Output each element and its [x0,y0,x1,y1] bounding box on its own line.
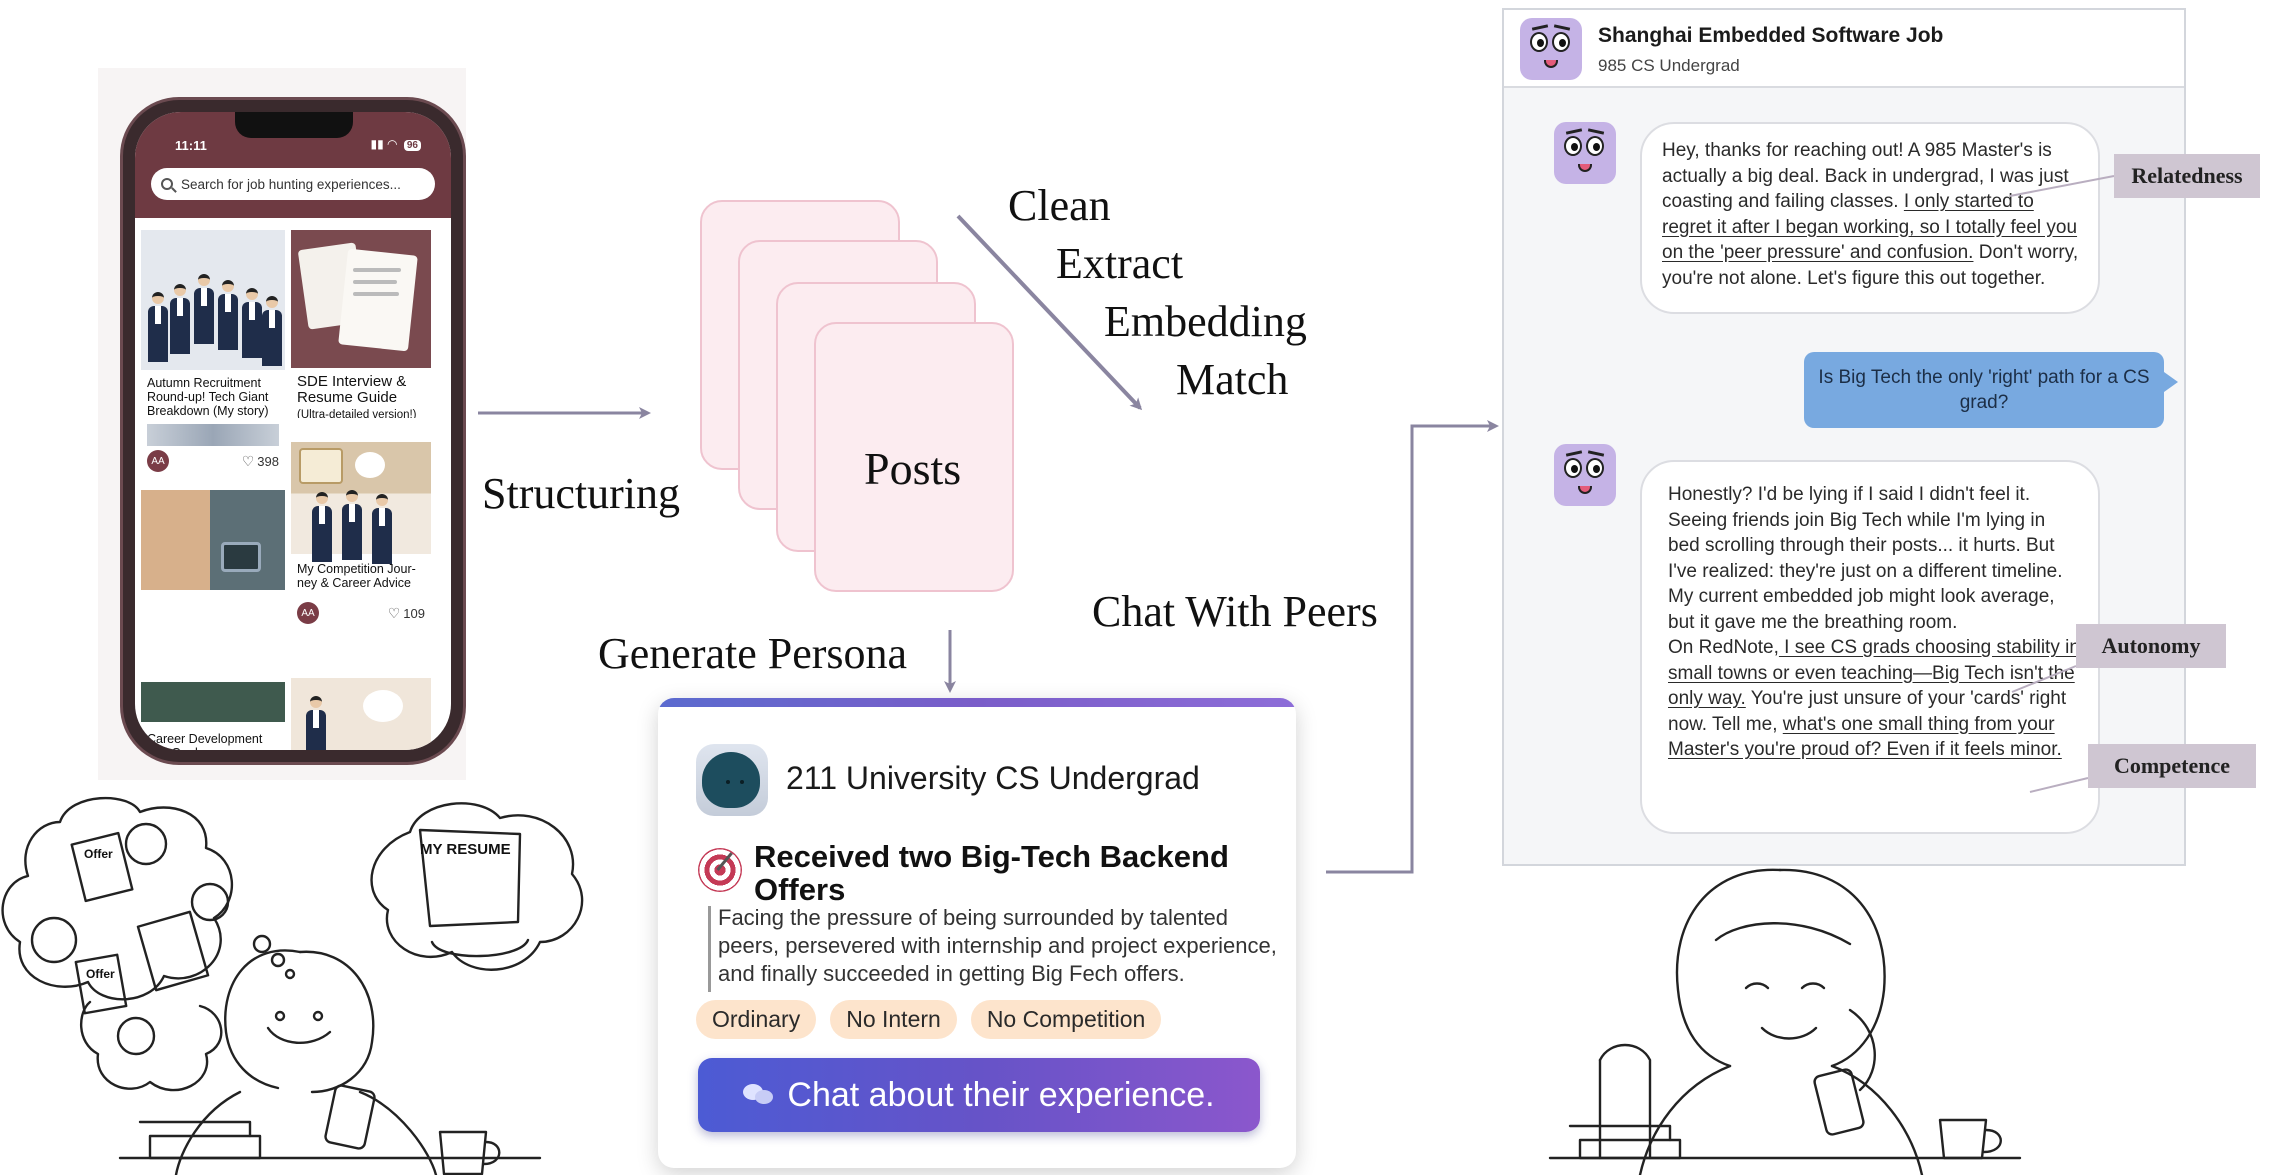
arrow-chat-with-peers [1326,420,1499,874]
peer-message-1: Hey, thanks for reaching out! A 985 Mast… [1640,122,2100,314]
persona-headline: Received two Big-Tech Backend Offers [754,839,1229,907]
chat-about-experience-button[interactable]: Chat about their experience. [698,1058,1260,1132]
underlined-autonomy: I see CS grads choosing stability in sma… [1668,637,2080,709]
underlined-competence: what's one small thing from your Master'… [1668,713,2062,761]
chat-header: Shanghai Embedded Software Job 985 CS Un… [1504,10,2184,88]
tag-no-intern: No Intern [830,1000,957,1039]
generate-persona-label: Generate Persona [598,629,908,678]
user-message-tail [2164,372,2178,392]
posts-label: Posts [864,443,962,494]
peer-avatar-icon [1520,18,1582,80]
underlined-relatedness: I only started to regret it after I bega… [1662,191,2078,263]
persona-description: Facing the pressure of being surrounded … [718,905,1277,986]
target-icon [698,848,742,892]
user-message: Is Big Tech the only 'right' path for a … [1804,352,2164,428]
avatar: AA [297,602,319,624]
post-card-thumbnails [147,424,279,446]
post-card-title: Autumn Recruitment Round-up! Tech Giant … [147,376,269,418]
pipeline-embedding: Embedding [1104,297,1307,346]
post-card-image [141,490,285,590]
persona-card-accent [658,698,1296,707]
chat-title: Shanghai Embedded Software Job [1598,24,1944,47]
quote-bar [708,906,711,992]
phone-mockup: 11:11 ▮▮ ◠ 96 Search for job hunting exp… [123,100,463,762]
wifi-icon: ◠ [387,137,398,151]
tag-ordinary: Ordinary [696,1000,817,1039]
pipeline-extract: Extract [1056,239,1184,288]
post-card-image [291,230,431,368]
chat-subtitle: 985 CS Undergrad [1598,56,1740,75]
peer-avatar-icon [1554,122,1616,184]
pipeline-match: Match [1176,355,1289,404]
post-sheet [814,322,1014,592]
post-card-subtitle: (Ultra-detailed version!) [297,409,417,418]
status-time: 11:11 [175,138,207,153]
persona-card: 211 University CS Undergrad Received two… [658,698,1296,1168]
tag-no-competition: No Competition [970,1000,1162,1039]
label-autonomy: Autonomy [2076,624,2226,668]
chat-panel: Shanghai Embedded Software Job 985 CS Un… [1502,8,2186,866]
worried-student-sketch: MY RESUME Offer Offer [1,796,584,1175]
phone-screen: 11:11 ▮▮ ◠ 96 Search for job hunting exp… [135,112,451,750]
post-card-title: Career Development and Goals [147,732,263,750]
like-count[interactable]: ♡398 [241,452,279,469]
label-relatedness: Relatedness [2114,154,2260,198]
offer-text-2: Offer [86,967,115,981]
arrow-pipeline [956,214,1143,411]
chat-button-label: Chat about their experience. [787,1075,1215,1114]
post-card-1[interactable]: Autumn Recruitment Round-up! Tech Giant … [141,230,285,472]
pipeline-clean: Clean [1008,181,1111,230]
chat-with-peers-label: Chat With Peers [1092,587,1378,636]
peer-message-2: Honestly? I'd be lying if I said I didn'… [1640,460,2100,834]
like-count[interactable]: ♡109 [387,604,425,621]
search-placeholder: Search for job hunting experiences... [181,176,401,192]
persona-tags: Ordinary No Intern No Competition [696,1000,1162,1039]
chat-bubble-icon [743,1084,774,1106]
battery-icon: 96 [403,140,421,151]
avatar: AA [147,450,169,472]
resume-text: MY RESUME [420,841,511,858]
persona-name: 211 University CS Undergrad [786,760,1200,796]
post-card-title: My Competition Jour-ney & Career Advice [297,562,416,590]
post-card-2[interactable]: SDE Interview & Resume Guide (Ultra-deta… [291,230,431,418]
label-competence: Competence [2088,744,2256,788]
phone-notch [235,112,353,138]
peer-avatar-icon [1554,444,1616,506]
search-input[interactable]: Search for job hunting experiences... [151,168,435,200]
post-card-title: SDE Interview & Resume Guide [297,373,407,406]
heart-icon: ♡ [387,604,401,621]
post-card-image [291,442,431,564]
persona-avatar [696,744,768,816]
search-icon [161,178,173,190]
status-icons: ▮▮ ◠ 96 [370,137,421,151]
heart-icon: ♡ [241,452,255,469]
post-card-4[interactable]: My Competition Jour-ney & Career Advice … [291,442,431,662]
post-card-image [141,230,285,370]
offer-text-1: Offer [84,847,113,861]
post-card-5[interactable] [291,678,431,750]
structuring-label: Structuring [482,469,680,518]
happy-student-sketch [1548,868,2022,1175]
post-card-6[interactable] [141,682,285,722]
signal-icon: ▮▮ [370,137,384,151]
